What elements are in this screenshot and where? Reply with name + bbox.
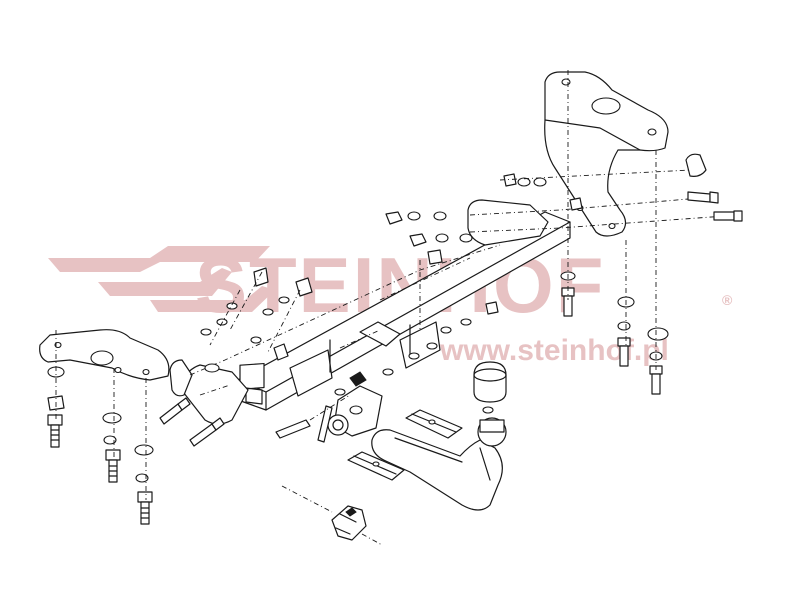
electrical-socket <box>281 485 383 546</box>
bolt <box>561 287 575 317</box>
tow-ball-cap <box>473 361 507 403</box>
bolts-right <box>275 153 743 443</box>
bolt <box>137 491 153 525</box>
bolt <box>47 414 63 448</box>
nut <box>295 277 313 297</box>
bolts-left <box>47 397 225 525</box>
bolt <box>687 191 719 204</box>
logo-registered-mark: ® <box>722 292 733 308</box>
nut <box>569 197 583 211</box>
main-crossbar <box>169 197 726 425</box>
nut <box>385 211 403 225</box>
bolt <box>617 337 631 367</box>
bolt <box>685 153 707 177</box>
bolt <box>159 397 191 425</box>
nut <box>427 249 443 265</box>
logo-url-text: www.steinhof.pl <box>439 334 669 367</box>
left-mounting-bracket <box>39 329 170 381</box>
nut <box>253 267 269 287</box>
nut <box>503 173 517 187</box>
tow-ball-assembly <box>347 361 507 511</box>
bolt <box>649 365 663 395</box>
washers <box>47 177 669 483</box>
right-mounting-bracket <box>544 71 669 237</box>
bolt <box>189 417 225 447</box>
assembly-center-lines <box>55 70 691 500</box>
bolt <box>713 210 743 222</box>
bolt <box>105 449 121 483</box>
nut <box>485 301 499 315</box>
socket-plate <box>327 371 383 437</box>
nut <box>273 343 289 361</box>
nut <box>409 233 427 247</box>
bolt <box>317 405 333 443</box>
bolt <box>275 419 311 439</box>
